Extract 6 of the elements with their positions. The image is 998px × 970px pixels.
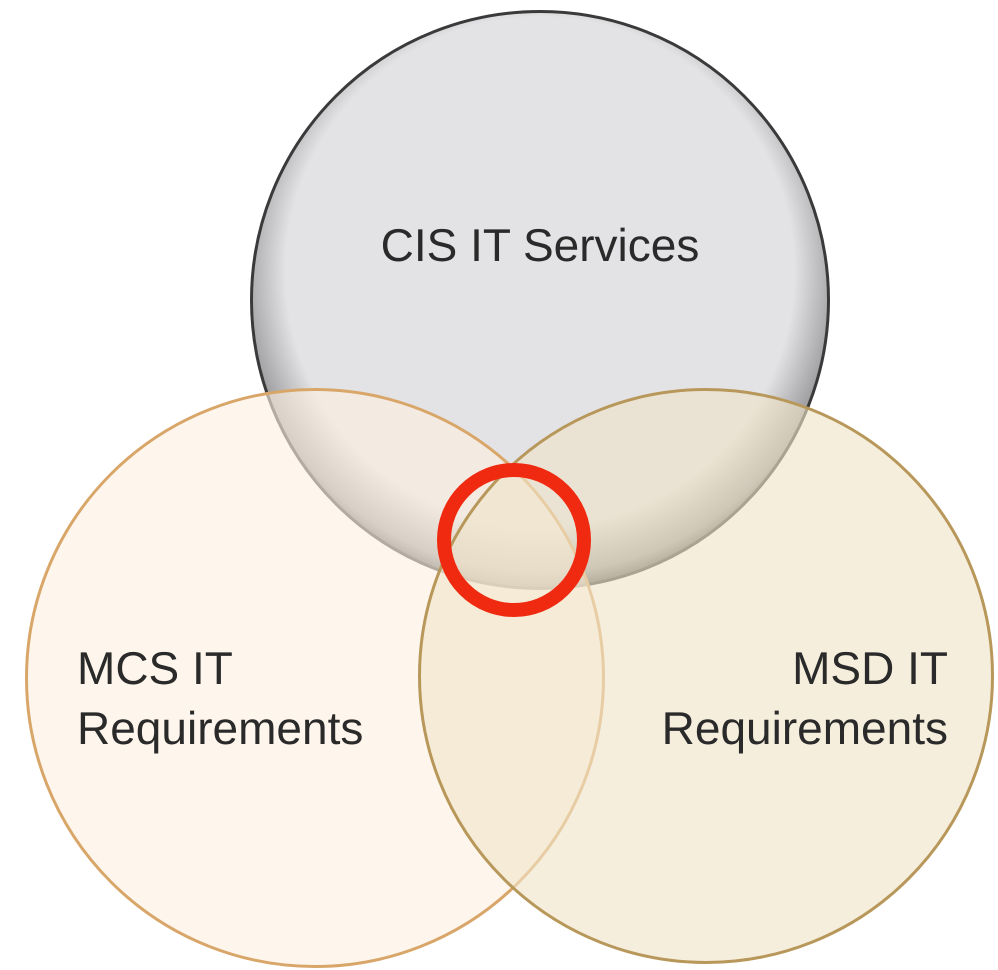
venn-circle [418,388,994,964]
circle-label: MCS IT Requirements [77,641,364,756]
venn-circle [250,10,830,590]
circle-label: CIS IT Services [380,218,700,273]
circle-label: MSD IT Requirements [660,641,948,756]
highlight-ring [437,463,591,617]
